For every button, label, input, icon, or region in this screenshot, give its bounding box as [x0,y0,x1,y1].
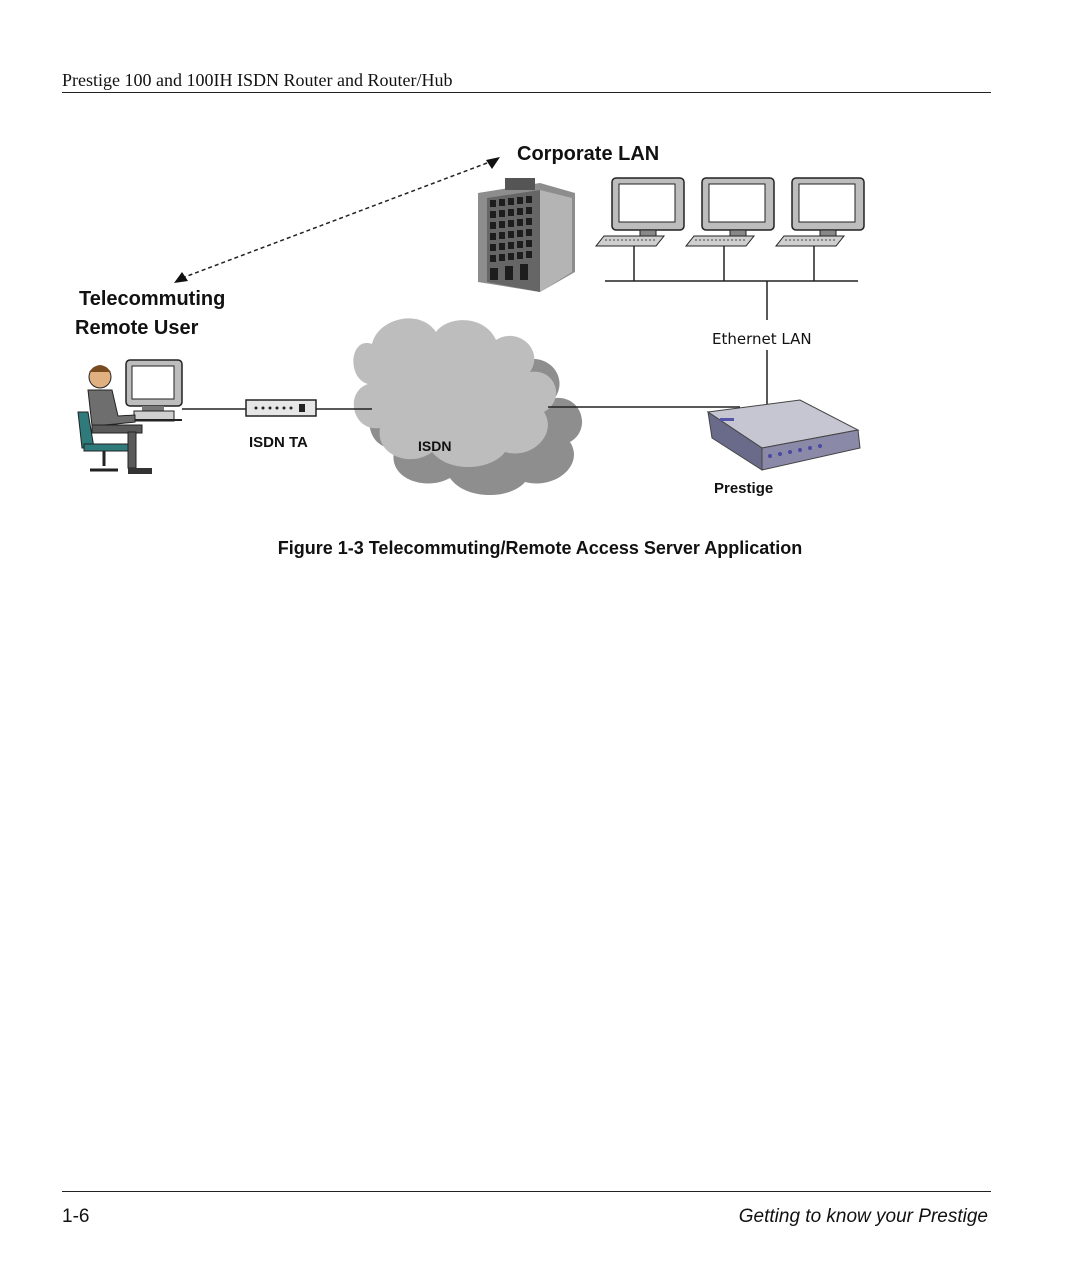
page-header: Prestige 100 and 100IH ISDN Router and R… [62,70,453,90]
ethernet-bus [605,246,858,407]
dashed-connection-arrow [174,157,500,283]
isdn-cloud-icon [353,318,583,496]
isdn-links [182,406,740,410]
corporate-building-icon [478,178,575,292]
remote-user-label: Remote User [75,317,199,339]
header-rule [62,92,991,93]
remote-user-icon [77,359,183,474]
network-diagram: Corporate LAN Telecommuting Remote User … [0,0,1080,520]
footer-title: Getting to know your Prestige [738,1206,988,1227]
lan-workstation-1-icon [594,177,685,247]
isdn-ta-device-icon [245,399,317,417]
corporate-lan-label: Corporate LAN [517,143,659,165]
isdn-ta-label: ISDN TA [249,434,308,451]
isdn-label: ISDN [418,438,451,454]
page-number: 1-6 [62,1206,90,1227]
telecommuting-label: Telecommuting [79,288,225,310]
lan-workstation-2-icon [684,177,775,247]
prestige-label: Prestige [714,480,773,497]
footer-rule [62,1191,991,1192]
prestige-router-icon [706,399,861,471]
figure-caption: Figure 1-3 Telecommuting/Remote Access S… [277,538,803,558]
lan-workstation-3-icon [774,177,865,247]
ethernet-lan-label: Ethernet LAN [712,330,812,348]
